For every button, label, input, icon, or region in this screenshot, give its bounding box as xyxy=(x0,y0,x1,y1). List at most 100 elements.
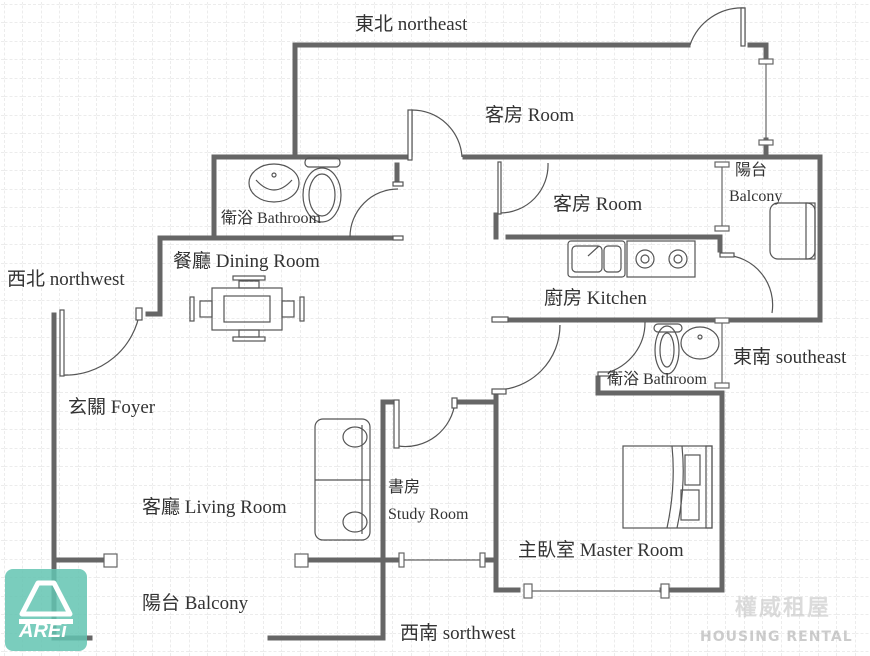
living-pillar-right xyxy=(294,553,309,568)
wall-guest-top xyxy=(462,154,823,323)
sink-2-tap xyxy=(697,334,703,340)
direction-northwest: 西北 northwest xyxy=(7,269,125,290)
wall-bathroom2 xyxy=(595,375,725,593)
toilet-2-icon xyxy=(654,325,680,375)
house-roof-icon xyxy=(19,580,73,624)
burner-right xyxy=(668,249,688,269)
door-study xyxy=(397,401,456,448)
room-label-guest-room-1: 客房 Room xyxy=(485,105,575,126)
windows xyxy=(103,58,774,599)
room-label-balcony-east-en: Balcony xyxy=(729,188,783,205)
dining-chair-left-back xyxy=(189,296,195,322)
window-balcony-post-top xyxy=(714,161,730,168)
window-ne-post-top xyxy=(758,58,774,65)
room-label-dining-room: 餐廳 Dining Room xyxy=(173,251,320,272)
door-foyer-leaf xyxy=(59,309,65,377)
door-foyer-post xyxy=(135,307,143,321)
room-label-living-room: 客廳 Living Room xyxy=(142,497,287,518)
wall-north-east-segment xyxy=(747,42,769,63)
door-guest2 xyxy=(499,162,549,214)
window-master-post-left xyxy=(523,583,533,599)
wall-master-west xyxy=(493,389,521,593)
room-label-study-en: Study Room xyxy=(388,506,469,523)
burner-left xyxy=(635,249,655,269)
door-bathroom2-leaf xyxy=(597,371,615,377)
window-master-post-right xyxy=(660,583,670,599)
sofa-cushion-top xyxy=(342,426,368,448)
doors xyxy=(59,7,774,449)
dining-chair-right xyxy=(281,300,295,318)
direction-southwest: 西南 sorthwest xyxy=(400,623,516,644)
bed-headboard xyxy=(705,445,713,529)
door-balcony-east xyxy=(724,254,774,314)
window-kitchen-post xyxy=(714,317,730,324)
toilet-2-seat xyxy=(659,332,675,368)
wall-bathroom1-top xyxy=(211,154,408,241)
dining-table-top xyxy=(223,295,271,323)
dining-chair-left xyxy=(199,300,213,318)
sink-icon xyxy=(248,163,300,203)
wall-dining-west xyxy=(145,235,163,317)
door-guest2-leaf xyxy=(497,161,502,215)
sink-2-icon xyxy=(680,326,720,360)
toilet-2-tank xyxy=(653,323,683,333)
door-foyer-entry xyxy=(61,309,141,376)
room-label-balcony-east-cn: 陽台 xyxy=(735,162,768,179)
washer-panel xyxy=(805,202,816,260)
sink-basin xyxy=(255,179,293,191)
stove-icon xyxy=(626,240,696,278)
burner-right-inner xyxy=(673,254,683,264)
door-northeast-leaf xyxy=(740,7,746,47)
room-label-kitchen: 廚房 Kitchen xyxy=(544,288,647,309)
bed-blanket xyxy=(666,445,674,529)
living-pillar-left xyxy=(103,553,118,568)
door-hall-kitchen xyxy=(495,324,561,391)
door-bathroom1-post xyxy=(392,181,404,187)
dining-chair-top-back xyxy=(232,275,266,281)
room-label-bathroom-2: 衛浴 Bathroom xyxy=(607,371,707,388)
direction-northeast: 東北 northeast xyxy=(355,14,468,35)
kitchen-tap xyxy=(587,245,600,257)
dining-chair-bottom-back xyxy=(232,336,266,342)
window-study-post-right xyxy=(479,552,486,568)
sink-tap xyxy=(271,172,277,178)
dining-chair-top xyxy=(238,280,260,289)
toilet-seat xyxy=(308,173,336,217)
direction-southeast: 東南 southeast xyxy=(733,347,847,368)
door-bathroom1-post2 xyxy=(392,235,404,241)
window-ne-post-bottom xyxy=(758,139,774,146)
room-label-bathroom-1: 衛浴 Bathroom xyxy=(221,210,321,227)
room-label-study-cn: 書房 xyxy=(388,479,421,496)
sofa-cushion-bottom xyxy=(342,511,368,533)
window-kitchen-post2 xyxy=(714,382,730,389)
logo-text: AREi xyxy=(19,620,67,642)
toilet-tank xyxy=(304,157,341,168)
watermark-english: HOUSING RENTAL xyxy=(700,629,853,645)
kitchen-sink-left xyxy=(571,245,603,273)
fixtures xyxy=(189,157,816,541)
wall-study-west xyxy=(267,399,386,641)
door-study-post xyxy=(451,397,458,409)
toilet-icon xyxy=(302,167,342,223)
kitchen-sink-right xyxy=(603,245,622,273)
door-bathroom1 xyxy=(349,188,399,238)
door-hall-kitchen-post xyxy=(491,316,509,323)
brand-logo: AREi xyxy=(5,569,87,651)
bed-blanket2 xyxy=(676,445,684,529)
pillow-bottom xyxy=(680,489,700,521)
room-label-foyer: 玄關 Foyer xyxy=(68,397,156,418)
kitchen-sink-icon xyxy=(567,240,626,278)
door-guest1 xyxy=(411,109,463,158)
pillow-top xyxy=(684,454,701,486)
dining-chair-right-back xyxy=(299,296,305,322)
window-study-post-left xyxy=(398,552,405,568)
room-label-guest-room-2: 客房 Room xyxy=(553,194,643,215)
door-balcony-east-leaf xyxy=(719,252,735,258)
watermark-chinese: 權威租屋 xyxy=(735,596,832,621)
room-label-master-room: 主臥室 Master Room xyxy=(518,540,684,561)
door-guest1-leaf xyxy=(407,109,413,161)
window-balcony-post-bottom xyxy=(714,225,730,232)
door-hall-post2 xyxy=(491,388,507,395)
door-study-leaf xyxy=(393,399,400,449)
